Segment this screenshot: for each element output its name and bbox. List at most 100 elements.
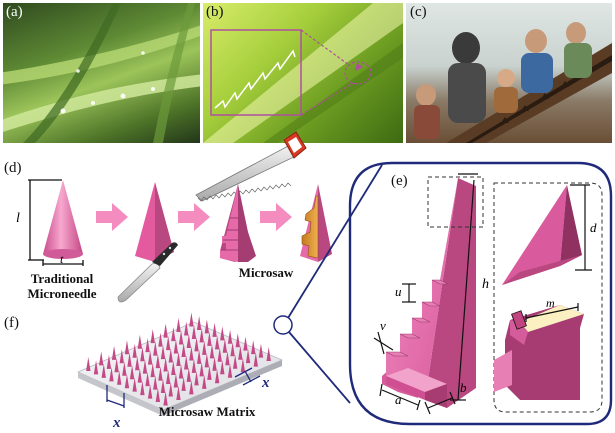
matrix-spike: [189, 312, 194, 327]
matrix-spike: [209, 344, 215, 359]
detail-dashed-frame: [493, 182, 603, 413]
matrix-spike: [106, 354, 112, 369]
matrix-spike: [119, 349, 125, 364]
matrix-spike: [117, 370, 122, 385]
matrix-spike: [243, 336, 248, 351]
panel-label-f: (f): [4, 315, 19, 331]
matrix-spike: [212, 356, 217, 371]
matrix-spike: [98, 351, 104, 366]
matrix-spike: [158, 332, 163, 347]
step-dimension-m: [525, 303, 579, 322]
matrix-spike: [176, 318, 181, 333]
matrix-dimension-x: [106, 367, 261, 408]
matrix-spike: [150, 329, 155, 344]
matrix-spike: [227, 329, 233, 344]
symbol-a: a: [395, 392, 402, 407]
photo-grass-leaves: [3, 3, 200, 143]
matrix-spike: [220, 360, 225, 375]
symbol-l: l: [16, 211, 20, 226]
matrix-spike: [163, 391, 168, 406]
matrix-spike: [158, 366, 163, 381]
matrix-spike: [176, 385, 181, 400]
matrix-spike: [129, 365, 135, 380]
symbol-m: m: [546, 296, 555, 310]
symbol-d: d: [590, 220, 597, 235]
symbol-b: b: [460, 380, 467, 395]
matrix-spike: [258, 343, 264, 358]
symbol-u: u: [395, 284, 402, 299]
microsaw-needle-coated: [300, 184, 332, 262]
photo-legend-painting: [406, 3, 612, 143]
enlarged-dimension-lines: [373, 173, 478, 415]
panel-label-e: (e): [391, 173, 408, 189]
step-detail: [494, 305, 584, 400]
matrix-spike: [124, 374, 130, 389]
matrix-spike: [163, 357, 168, 372]
caption-microsaw-matrix: Microsaw Matrix: [158, 404, 256, 419]
matrix-spike: [163, 323, 168, 338]
matrix-spike: [186, 333, 192, 348]
matrix-spike: [238, 345, 243, 360]
matrix-spike: [217, 347, 222, 362]
matrix-spike: [137, 368, 143, 383]
microsaw-matrix-spikes: [86, 312, 271, 406]
symbol-v: v: [380, 318, 386, 333]
matrix-spike: [184, 321, 189, 336]
matrix-spike: [253, 352, 259, 367]
matrix-spike: [127, 352, 132, 367]
matrix-spike: [168, 348, 173, 363]
matrix-spike: [166, 336, 171, 351]
microsaw-needle: [220, 184, 256, 262]
matrix-spike: [194, 371, 199, 386]
symbol-h: h: [482, 277, 489, 292]
matrix-spike: [181, 342, 186, 357]
matrix-spike: [235, 333, 240, 348]
matrix-spike: [111, 345, 117, 360]
matrix-spike: [145, 372, 150, 387]
matrix-spike: [140, 347, 145, 362]
matrix-spike: [230, 342, 235, 357]
matrix-spike: [109, 367, 114, 382]
matrix-spike: [212, 322, 217, 337]
matrix-spike: [173, 373, 179, 388]
matrix-spike: [147, 384, 153, 399]
process-arrow-2: [178, 203, 210, 231]
matrix-spike: [184, 355, 189, 370]
matrix-spike: [135, 356, 140, 371]
matrix-spike: [160, 345, 166, 360]
matrix-spike: [191, 324, 197, 339]
matrix-spike: [191, 358, 197, 373]
matrix-spike: [176, 352, 181, 366]
matrix-spike: [137, 334, 143, 349]
matrix-spike: [232, 354, 238, 369]
matrix-spike: [155, 388, 161, 403]
serrated-leaf-drawing: [203, 3, 403, 143]
matrix-spike: [142, 359, 148, 374]
matrix-spike: [155, 354, 161, 369]
caption-traditional-line2: Microneedle: [27, 286, 97, 301]
traditional-microneedle-cone: [43, 180, 83, 259]
matrix-spike: [199, 328, 204, 343]
tip-dashed-box: [427, 176, 484, 228]
matrix-spike: [189, 380, 194, 395]
matrix-spike: [202, 374, 207, 389]
matrix-spike: [86, 356, 91, 371]
matrix-spike: [122, 361, 127, 376]
matrix-spike: [186, 367, 191, 382]
matrix-spike: [240, 358, 246, 373]
matrix-spike: [101, 363, 106, 378]
pyramid-needle: [135, 182, 174, 262]
matrix-spike: [227, 363, 233, 378]
matrix-spike: [220, 326, 225, 341]
matrix-spike: [132, 343, 137, 358]
matrix-spike: [194, 337, 199, 352]
matrix-spike: [204, 319, 210, 334]
panel-label-a: (a): [6, 4, 23, 20]
kitchen-knife-icon: [117, 242, 178, 303]
matrix-spike: [181, 376, 186, 391]
matrix-spike: [124, 340, 130, 355]
matrix-spike: [140, 381, 145, 396]
painting-drawing: [414, 22, 612, 143]
zoom-callout: [273, 164, 383, 404]
symbol-x-bottom: x: [112, 415, 121, 431]
